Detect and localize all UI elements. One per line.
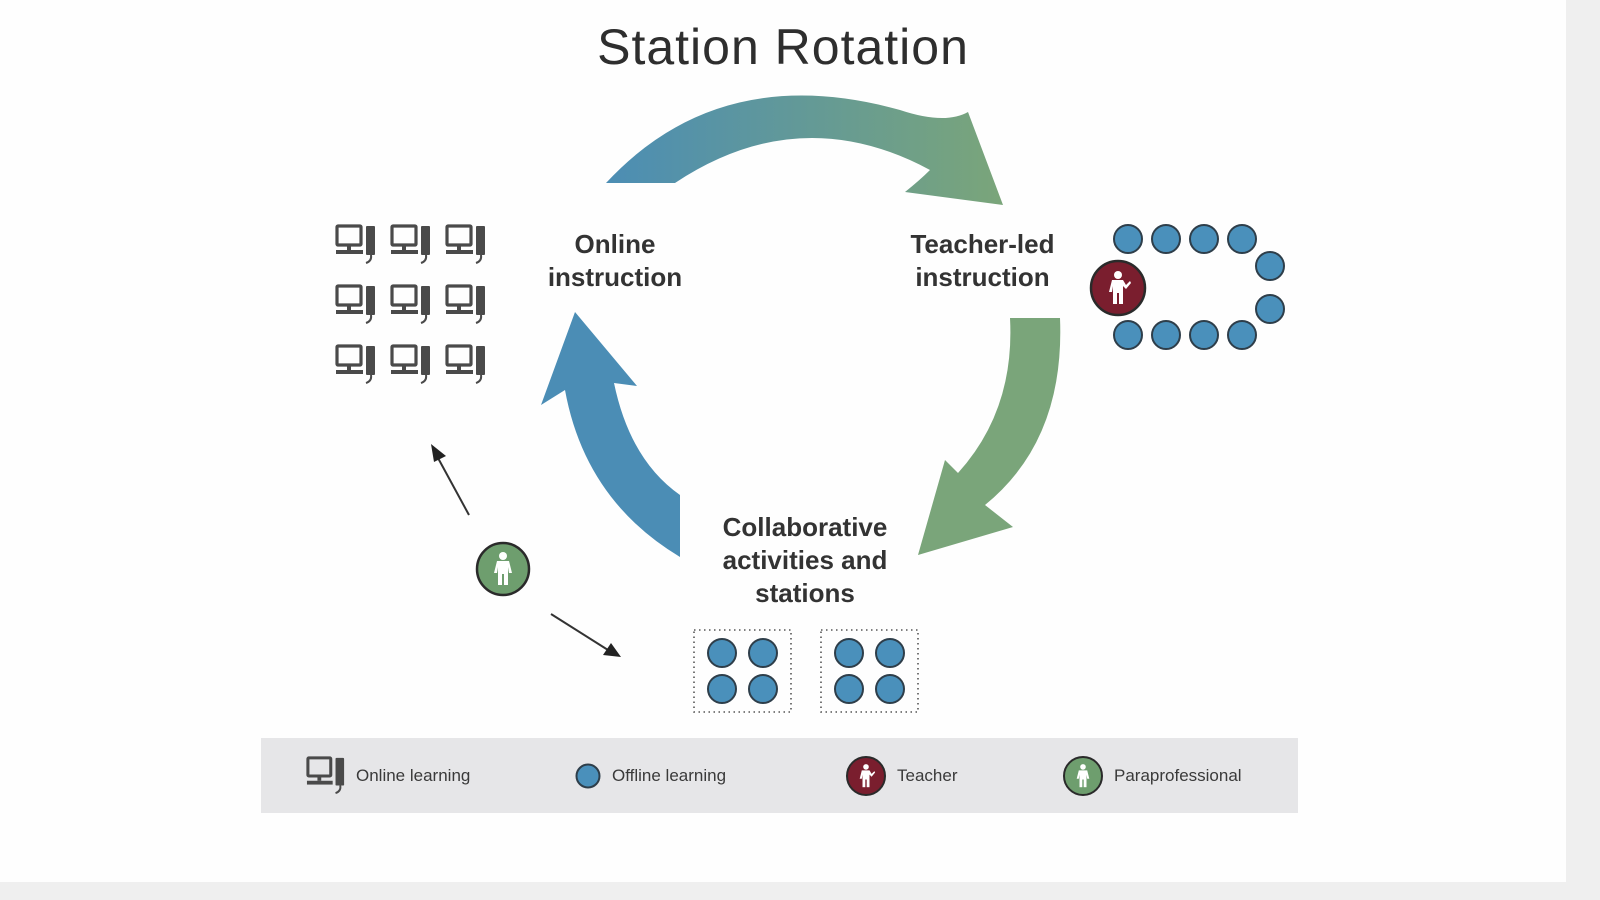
arrow-collab-to-online	[541, 312, 680, 557]
label-line: instruction	[915, 262, 1050, 292]
legend-label: Online learning	[356, 765, 471, 785]
paraprofessional-icon	[475, 541, 531, 597]
computer-icon	[334, 284, 377, 325]
label-line: Collaborative	[722, 512, 888, 542]
student-circle-icon	[1255, 294, 1285, 324]
computer-icon	[389, 284, 432, 325]
computer-icon	[389, 224, 432, 265]
student-circle-icon	[875, 674, 905, 704]
legend: Online learning Offline learning Teacher…	[261, 738, 1298, 813]
rotation-diagram	[334, 95, 1285, 713]
label-line: instruction	[547, 262, 683, 292]
paraprofessional-icon	[1063, 755, 1103, 796]
legend-label: Paraprofessional	[1114, 765, 1242, 785]
student-circle-icon	[1189, 320, 1219, 350]
arrow-online-to-teacher	[606, 95, 1003, 205]
computer-icon	[444, 224, 487, 265]
legend-item-paraprofessional: Paraprofessional	[1062, 738, 1242, 813]
student-circle-icon	[1151, 224, 1181, 254]
legend-item-teacher: Teacher	[845, 738, 957, 813]
student-circle-icon	[1189, 224, 1219, 254]
student-circle-icon	[834, 638, 864, 668]
student-circle-icon	[1227, 320, 1257, 350]
slide: Station Rotation	[0, 0, 1566, 882]
legend-item-offline: Offline learning	[574, 738, 726, 813]
student-circle-icon	[1113, 320, 1143, 350]
student-circle-icon	[834, 674, 864, 704]
computer-icon	[306, 755, 346, 795]
student-circle-icon	[1151, 320, 1181, 350]
computer-icon	[389, 344, 432, 385]
teacher-icon	[846, 755, 886, 796]
label-line: activities and	[722, 545, 888, 575]
station-label-teacher-led: Teacher-led instruction	[880, 228, 1085, 294]
computer-icon	[334, 344, 377, 385]
group-boundary	[820, 629, 919, 713]
student-circle-icon	[748, 674, 778, 704]
student-circle-icon	[1227, 224, 1257, 254]
teacher-led-students	[1113, 224, 1285, 350]
collab-group	[693, 629, 792, 713]
legend-label: Teacher	[897, 765, 958, 785]
group-boundary	[693, 629, 792, 713]
student-circle-icon	[707, 674, 737, 704]
para-arrow-up	[437, 457, 470, 516]
label-line: Online	[574, 229, 656, 259]
station-label-collaborative: Collaborative activities and stations	[690, 511, 920, 610]
student-circle-icon	[575, 763, 601, 788]
collaborative-groups	[693, 629, 919, 713]
para-arrow-down	[550, 613, 609, 651]
teacher-icon	[1089, 259, 1147, 317]
label-line: Teacher-led	[910, 229, 1055, 259]
arrow-teacher-to-collab	[918, 318, 1061, 555]
legend-item-online: Online learning	[306, 738, 470, 813]
student-circle-icon	[1113, 224, 1143, 254]
student-circle-icon	[748, 638, 778, 668]
label-line: stations	[755, 578, 855, 608]
computer-icon	[334, 224, 377, 265]
computer-icon	[444, 284, 487, 325]
student-circle-icon	[707, 638, 737, 668]
online-computers-grid	[334, 224, 487, 385]
station-label-online: Online instruction	[530, 228, 700, 294]
collab-group	[820, 629, 919, 713]
legend-label: Offline learning	[612, 765, 727, 785]
student-circle-icon	[875, 638, 905, 668]
student-circle-icon	[1255, 251, 1285, 281]
computer-icon	[444, 344, 487, 385]
page-title: Station Rotation	[597, 19, 969, 75]
